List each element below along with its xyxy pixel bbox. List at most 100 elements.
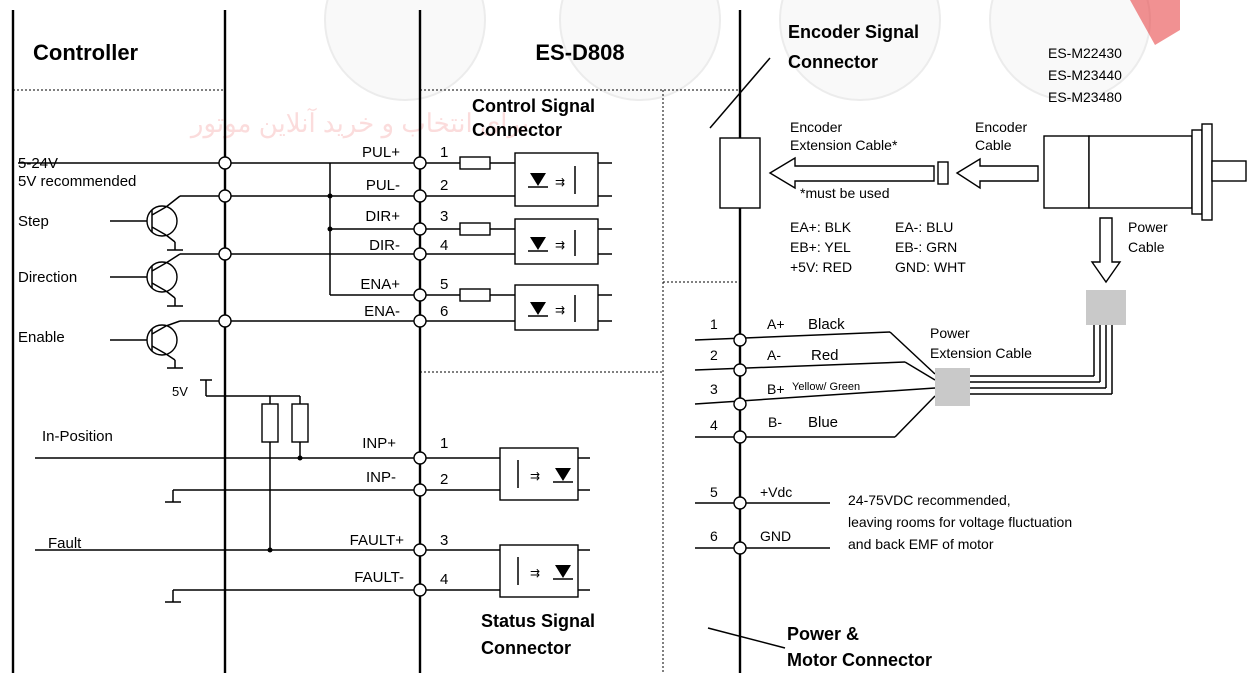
control-pin-name: DIR+ — [365, 208, 400, 225]
motor-model: ES-M23480 — [1048, 89, 1122, 105]
driver-title: ES-D808 — [535, 40, 624, 65]
must-be-used-note: *must be used — [800, 185, 890, 201]
control-pin-name: DIR- — [369, 237, 400, 254]
motor-pin-number: 2 — [710, 347, 718, 363]
control-pin-name: ENA- — [364, 303, 400, 320]
controller-wiring — [18, 162, 612, 603]
motor-pin-signal: A- — [767, 347, 781, 363]
motor-pin-signal: A+ — [767, 316, 785, 332]
motor-pin-color: Yellow/ Green — [792, 381, 860, 393]
status-pin-name: INP- — [366, 469, 396, 486]
encoder-wire-left: EA+: BLK — [790, 219, 852, 235]
control-pin-number: 5 — [440, 276, 448, 293]
power-cable-arrow-icon — [1090, 217, 1122, 284]
power-extension-label-1: Power — [930, 325, 970, 341]
power-cable-label-2: Cable — [1128, 239, 1165, 255]
watermark-logo-mark — [1130, 0, 1180, 45]
encoder-cable-arrow-icon — [955, 157, 1039, 190]
status-connector-title-2: Connector — [481, 638, 571, 658]
motor-pin-number: 3 — [710, 381, 718, 397]
control-pin-number: 3 — [440, 208, 448, 225]
watermark-text: برای انتخاب و خرید آنلاین موتور — [189, 107, 529, 139]
power-extension-plug-icon — [935, 368, 970, 406]
power-pin-signal: GND — [760, 528, 791, 544]
power-pin-number: 6 — [710, 528, 718, 544]
control-connector-title-1: Control Signal — [472, 96, 595, 116]
power-note-line-3: and back EMF of motor — [848, 536, 994, 552]
pullup-resistor-icon — [291, 403, 309, 443]
motor-icon — [1043, 123, 1247, 221]
power-extension-label-2: Extension Cable — [930, 345, 1032, 361]
status-pin-name: INP+ — [362, 435, 396, 452]
power-connector-title-2: Motor Connector — [787, 650, 932, 670]
control-pin-name: PUL+ — [362, 144, 400, 161]
optocoupler-icon: ⇉ — [514, 218, 599, 265]
svg-text:⇉: ⇉ — [530, 566, 540, 580]
svg-text:⇉: ⇉ — [555, 303, 565, 317]
motor-pin-number: 1 — [710, 316, 718, 332]
series-resistor-icon — [459, 288, 491, 302]
optocoupler-icon: ⇉ — [499, 544, 579, 598]
power-cable-label-1: Power — [1128, 219, 1168, 235]
watermark: برای انتخاب و خرید آنلاین موتور — [189, 0, 1180, 139]
encoder-cable-arrow-icon — [768, 156, 935, 190]
status-pin-number: 3 — [440, 532, 448, 549]
encoder-wire-right: EB-: GRN — [895, 239, 957, 255]
motor-pin-number: 4 — [710, 417, 718, 433]
motor-plug-icon — [1086, 290, 1126, 325]
svg-text:⇉: ⇉ — [555, 238, 565, 252]
encoder-wire-right: GND: WHT — [895, 259, 966, 275]
control-pin-number: 4 — [440, 237, 448, 254]
pullup-resistor-icon — [261, 403, 279, 443]
encoder-wire-left: EB+: YEL — [790, 239, 851, 255]
enable-label: Enable — [18, 329, 65, 346]
motor-cable-wires — [694, 325, 1113, 549]
encoder-wire-left: +5V: RED — [790, 259, 852, 275]
optocoupler-icon: ⇉ — [514, 284, 599, 331]
motor-pin-color: Black — [808, 316, 845, 333]
encoder-wire-right: EA-: BLU — [895, 219, 953, 235]
control-connector-title-2: Connector — [472, 120, 562, 140]
control-pin-name: PUL- — [366, 177, 400, 194]
control-pin-number: 2 — [440, 177, 448, 194]
encoder-extension-label-1: Encoder — [790, 119, 842, 135]
fault-label: Fault — [48, 535, 82, 552]
power-pin-number: 5 — [710, 484, 718, 500]
controller-title: Controller — [33, 40, 139, 65]
series-resistor-icon — [459, 222, 491, 236]
status-pin-name: FAULT+ — [350, 532, 405, 549]
encoder-connector-icon — [719, 137, 761, 209]
supply-label-2: 5V recommended — [18, 173, 136, 190]
control-pin-number: 6 — [440, 303, 448, 320]
status-pin-number: 1 — [440, 435, 448, 452]
encoder-cable-label-2: Cable — [975, 137, 1012, 153]
motor-model: ES-M23440 — [1048, 67, 1122, 83]
power-connector-title-1: Power & — [787, 624, 859, 644]
status-pin-number: 2 — [440, 471, 448, 488]
encoder-connector-title-1: Encoder Signal — [788, 22, 919, 42]
optocoupler-icon: ⇉ — [514, 152, 599, 207]
svg-text:⇉: ⇉ — [530, 469, 540, 483]
step-label: Step — [18, 213, 49, 230]
svg-text:⇉: ⇉ — [555, 175, 565, 189]
control-pin-number: 1 — [440, 144, 448, 161]
status-pin-number: 4 — [440, 571, 448, 588]
power-note-line-2: leaving rooms for voltage fluctuation — [848, 514, 1072, 530]
status-pin-name: FAULT- — [354, 569, 404, 586]
in-position-label: In-Position — [42, 428, 113, 445]
optocoupler-icon: ⇉ — [499, 447, 579, 501]
encoder-connector-title-2: Connector — [788, 52, 878, 72]
series-resistor-icon — [459, 156, 491, 170]
direction-label: Direction — [18, 269, 77, 286]
encoder-extension-label-2: Extension Cable* — [790, 137, 898, 153]
encoder-cable-label-1: Encoder — [975, 119, 1027, 135]
motor-pin-color: Red — [811, 347, 839, 364]
five-v-label: 5V — [172, 384, 188, 399]
power-pin-signal: +Vdc — [760, 484, 792, 500]
motor-pin-signal: B- — [768, 414, 782, 430]
motor-pin-color: Blue — [808, 414, 838, 431]
encoder-plug-icon — [937, 161, 949, 185]
control-pin-name: ENA+ — [360, 276, 400, 293]
status-connector-title-1: Status Signal — [481, 611, 595, 631]
